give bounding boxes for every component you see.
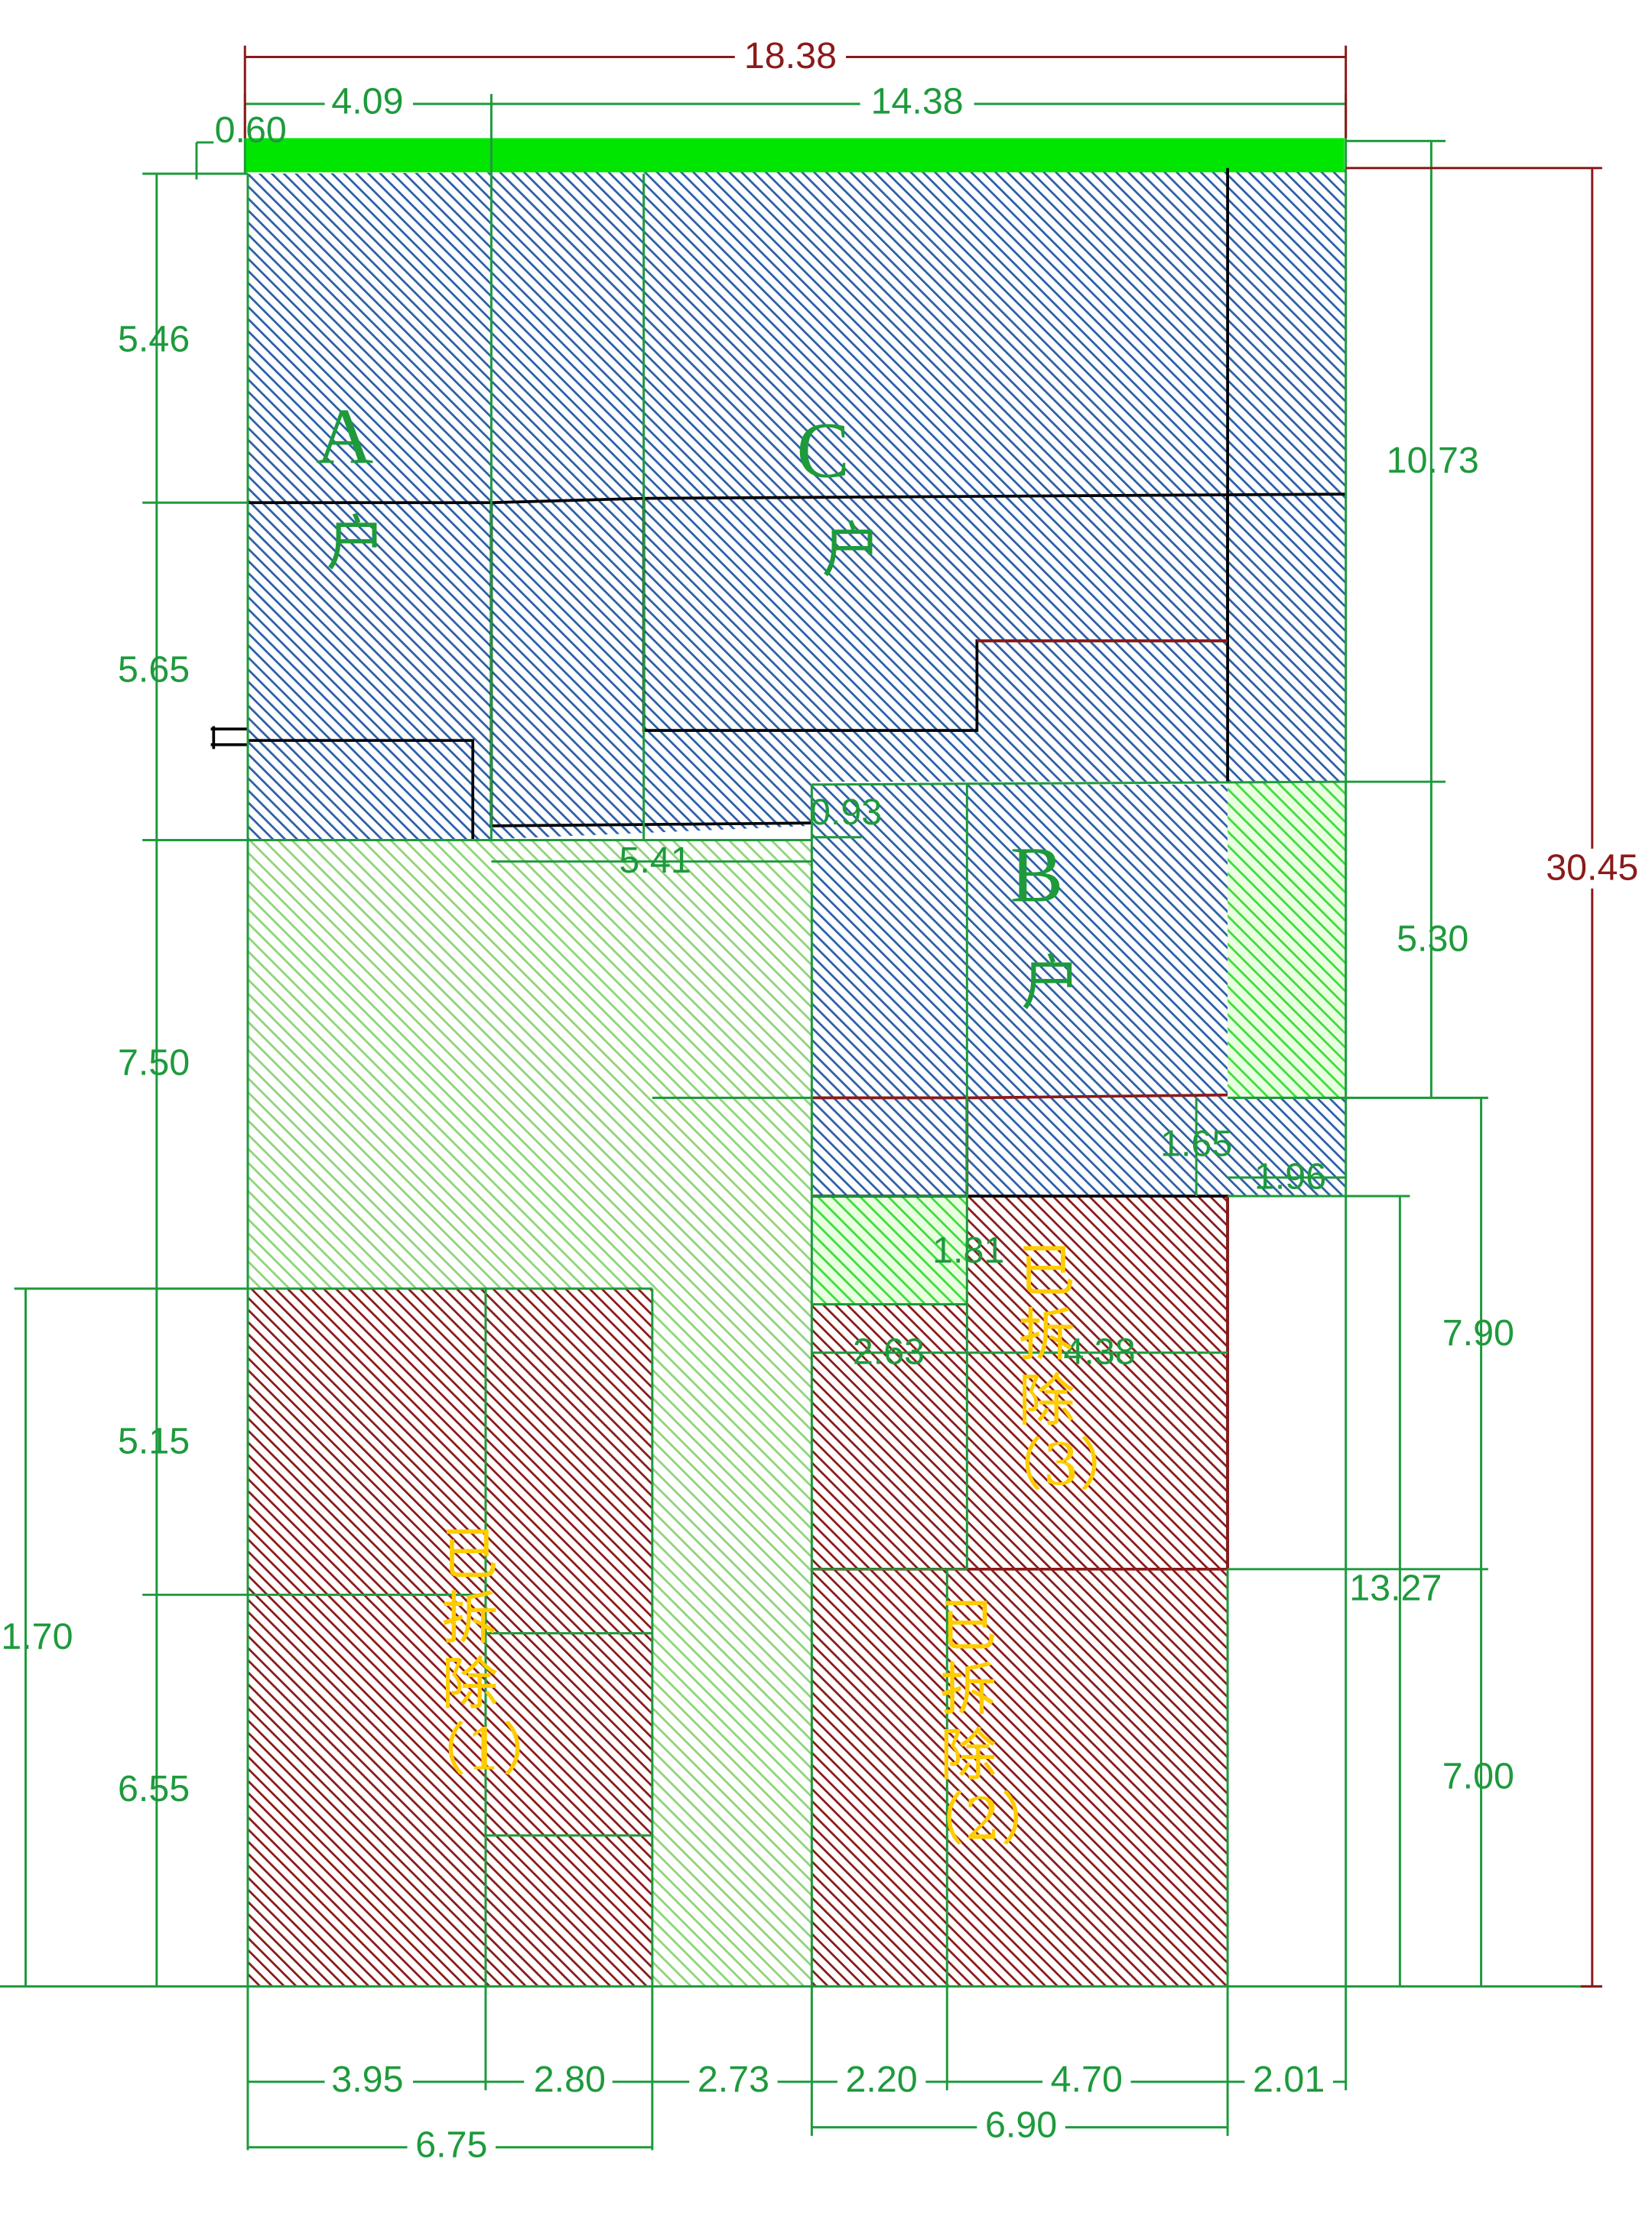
- zone-yard: [248, 840, 812, 1987]
- demolished-3-line-4: （3）: [986, 1432, 1136, 1498]
- demolished-3-line-2: 拆: [1018, 1302, 1075, 1368]
- dimension-lines-green: [14, 93, 1483, 2151]
- dim-left-1: 5.46: [118, 319, 190, 360]
- dim-inner-438: 4.38: [1063, 1331, 1135, 1372]
- demolished-3-line-1: 已: [1018, 1238, 1075, 1305]
- room-c-letter: C: [797, 405, 850, 494]
- dim-bottom-395: 3.95: [331, 2059, 403, 2100]
- dim-inner-263: 2.63: [853, 1331, 925, 1372]
- dim-right-lower1: 7.90: [1442, 1312, 1514, 1354]
- dim-left-4: 5.15: [118, 1421, 190, 1462]
- demolished-3-line-3: 除: [1018, 1367, 1075, 1434]
- dim-left-outer: 1.70: [1, 1616, 73, 1657]
- zone-room-b: [811, 784, 1346, 1196]
- hatched-areas: [245, 138, 1346, 1987]
- dim-inner-541: 5.41: [619, 840, 691, 881]
- demolished-2-line-1: 已: [940, 1592, 997, 1659]
- room-b-letter: B: [1010, 830, 1064, 918]
- room-a-char: 户: [326, 509, 385, 578]
- dimension-labels-red: 18.38 30.45: [734, 35, 1644, 889]
- zone-demolished-3: [811, 1195, 1228, 1569]
- demolished-1-line-4: （1）: [409, 1716, 559, 1783]
- dim-top-right: 14.38: [871, 81, 964, 122]
- dim-left-5: 6.55: [118, 1768, 190, 1809]
- dim-inner-165: 1.65: [1160, 1123, 1232, 1165]
- zone-top-bar: [245, 138, 1345, 173]
- green-lines: [0, 93, 1602, 2091]
- dim-inner-093: 0.93: [810, 792, 882, 833]
- demolished-1-line-2: 拆: [441, 1585, 498, 1652]
- dim-right-mid: 5.30: [1397, 918, 1468, 959]
- demolished-2-line-2: 拆: [940, 1656, 997, 1723]
- dim-inner-181: 1.81: [932, 1230, 1004, 1271]
- dim-right-upper: 10.73: [1387, 440, 1479, 481]
- dim-top-total: 18.38: [744, 35, 837, 76]
- demolished-1-line-1: 已: [441, 1521, 498, 1588]
- zone-demolished-2: [811, 1569, 1228, 1987]
- dim-bottom-470: 4.70: [1051, 2059, 1123, 2100]
- dim-right-lower2: 7.00: [1442, 1755, 1514, 1796]
- dim-top-left: 4.09: [331, 81, 403, 122]
- dim-top-small: 0.60: [215, 109, 287, 151]
- dim-bottom-273: 2.73: [698, 2059, 769, 2100]
- dim-bottom-220: 2.20: [846, 2059, 918, 2100]
- room-c-char: 户: [821, 516, 881, 586]
- dim-bottom-201: 2.01: [1253, 2059, 1325, 2100]
- zone-green-patch-b: [811, 1195, 967, 1305]
- dim-bottom-280: 2.80: [534, 2059, 606, 2100]
- demolished-2-line-4: （2）: [908, 1786, 1058, 1853]
- dim-right-total: 30.45: [1546, 847, 1638, 888]
- dim-inner-196: 1.96: [1254, 1156, 1326, 1197]
- demolished-labels: 已 拆 除 （1） 已 拆 除 （2） 已 拆 除 （3）: [409, 1238, 1136, 1853]
- dimension-labels-green: 4.09 14.38 0.60 5.46 5.65 7.50 5.15 6.55…: [1, 81, 1514, 2166]
- demolished-2-line-3: 除: [940, 1722, 997, 1789]
- zone-room-a-c: [248, 167, 1346, 840]
- demolished-1-line-3: 除: [441, 1651, 498, 1718]
- zone-green-strip-right: [1228, 782, 1346, 1098]
- room-labels: A 户 C 户 B 户: [316, 392, 1081, 1019]
- room-b-char: 户: [1021, 949, 1081, 1019]
- dim-bottom-675: 6.75: [415, 2125, 487, 2166]
- dim-left-3: 7.50: [118, 1042, 190, 1083]
- dim-right-lower-total: 13.27: [1349, 1568, 1442, 1609]
- dim-bottom-690: 6.90: [985, 2104, 1057, 2145]
- zone-demolished-1: [248, 1289, 652, 1987]
- room-a-letter: A: [316, 392, 373, 480]
- dim-left-2: 5.65: [118, 649, 190, 691]
